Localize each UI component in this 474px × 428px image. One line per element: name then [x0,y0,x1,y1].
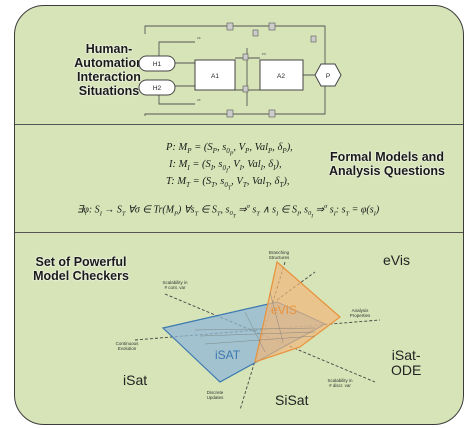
region-label-isat: iSAT [215,348,241,362]
interaction-title-line: Situations [78,84,140,98]
node-h2: H2 [153,85,162,92]
checkers-title-line: Set of Powerful [35,255,127,269]
model-equation-p: P: MP = (SP, s0P, VP, ValP, δP), [166,142,293,158]
formal-title: Formal Models and Analysis Questions [317,150,457,178]
node-p: P [326,73,330,80]
section-divider [15,232,463,233]
tool-label-evis: eVis [383,252,410,268]
formal-title-line: Formal Models and [330,150,444,164]
model-equation-i: I: MI = (SI, s0I, VI, ValI, δI), [169,159,282,175]
svg-text:en: en [262,52,266,56]
tool-label-isat-ode: iSat-ODE [391,347,422,379]
region-label-evis: eVIS [271,303,297,317]
svg-text:cs: cs [197,36,201,40]
interaction-title-line: Automation [74,56,144,70]
interaction-title-line: Human- [85,42,133,56]
interaction-title-line: Interaction [77,70,141,84]
formal-title-line: Analysis Questions [328,164,445,178]
svg-text:cs: cs [197,98,201,102]
checkers-title-line: Model Checkers [33,269,129,283]
axis-label-scal-cont: Scalability in# cont. var [162,280,188,290]
node-a2: A2 [277,73,285,80]
evis-region [254,260,341,363]
node-h1: H1 [153,61,162,68]
section-divider [15,124,463,125]
mapping-property: ∃φ: SI → ST ∀σ ∈ Tr(MP) ∀sT ∈ ST, s0T ⇒σ… [77,203,380,220]
model-equation-t: T: MT = (ST, s0T, VT, ValT, δT), [166,176,290,192]
checkers-title: Set of Powerful Model Checkers [25,255,137,283]
tool-label-sisat: SiSat [275,392,309,408]
node-a1: A1 [211,73,219,80]
tool-label-isat: iSat [123,372,148,388]
interaction-title: Human- Automation Interaction Situations [49,42,169,98]
axis-label-scal-disc: Scalability in# discr. var [327,378,353,388]
diagram-frame: Human- Automation Interaction Situations [14,5,464,425]
